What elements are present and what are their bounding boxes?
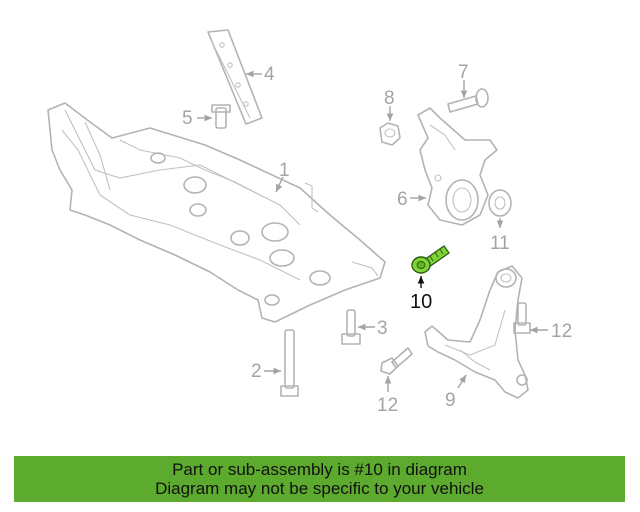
callout-3: 3 [377, 318, 388, 339]
bolt-5-drawing [211, 104, 231, 129]
callout-2: 2 [251, 361, 262, 382]
bolt-2-drawing [280, 329, 299, 397]
notice-banner: Part or sub-assembly is #10 in diagram D… [14, 456, 625, 502]
bolt-7-drawing [447, 88, 489, 113]
callout-8: 8 [384, 88, 395, 109]
nut-8-drawing [379, 122, 401, 146]
callout-12b: 12 [377, 395, 398, 416]
callout-7: 7 [458, 62, 469, 83]
subframe-drawing [47, 102, 386, 323]
callout-5: 5 [182, 108, 193, 129]
bushing-11-drawing [488, 189, 512, 217]
bolt-12b-drawing [380, 347, 413, 375]
control-arm-drawing [424, 265, 529, 399]
knuckle-drawing [417, 107, 498, 226]
leader-lines [197, 70, 548, 392]
callout-9: 9 [445, 390, 456, 411]
callout-4: 4 [264, 64, 275, 85]
banner-line-1: Part or sub-assembly is #10 in diagram [172, 460, 467, 479]
bolt-3-drawing [341, 309, 361, 345]
callout-6: 6 [397, 189, 408, 210]
callout-10-highlighted: 10 [410, 291, 432, 313]
callout-1: 1 [279, 160, 290, 181]
banner-line-2: Diagram may not be specific to your vehi… [155, 479, 484, 498]
bolt-10-drawing [411, 245, 450, 274]
callout-11: 11 [490, 233, 510, 254]
callouts: 1 2 3 4 5 6 7 8 9 10 11 12 12 [182, 62, 572, 416]
bracket-drawing [207, 29, 263, 125]
parts-diagram: 1 2 3 4 5 6 7 8 9 10 11 12 12 [47, 29, 572, 416]
callout-12a: 12 [551, 321, 572, 342]
